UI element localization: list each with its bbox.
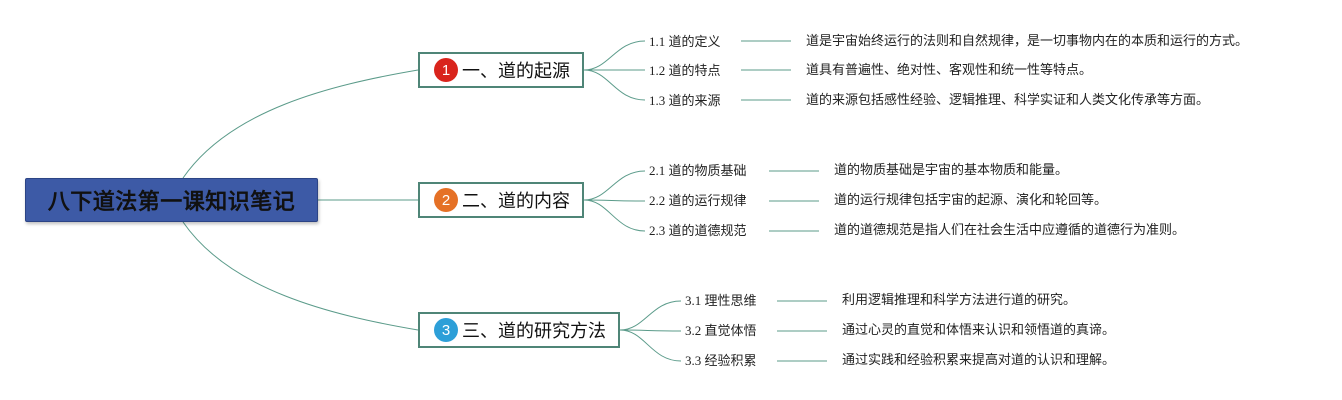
connector-branch-3-sub-2	[619, 329, 682, 332]
connector-branch-2-sub-1	[583, 170, 646, 201]
connector-branch-3-sub-3	[619, 329, 682, 362]
connector-branch-3-sub-1	[619, 300, 682, 331]
connector-branch-1-sub-1	[583, 40, 646, 71]
subtopic-2-2[interactable]: 2.2 道的运行规律	[649, 193, 747, 208]
connector-branch-2-sub-3	[583, 199, 646, 232]
connector-root-branch-1	[182, 69, 419, 179]
subtopic-3-1-description[interactable]: 利用逻辑推理和科学方法进行道的研究。	[842, 293, 1077, 308]
branch-topic-3[interactable]: 3 三、道的研究方法	[418, 312, 620, 348]
branch-topic-label: 二、道的内容	[462, 191, 570, 212]
subtopic-3-3-description[interactable]: 通过实践和经验积累来提高对道的认识和理解。	[842, 353, 1116, 368]
branch-topic-2[interactable]: 2 二、道的内容	[418, 182, 584, 218]
subtopic-3-3[interactable]: 3.3 经验积累	[685, 353, 757, 368]
subtopic-1-1[interactable]: 1.1 道的定义	[649, 34, 721, 49]
root-topic-label: 八下道法第一课知识笔记	[47, 190, 296, 215]
branch-topic-label: 三、道的研究方法	[462, 321, 606, 342]
subtopic-1-2-description[interactable]: 道具有普遍性、绝对性、客观性和统一性等特点。	[806, 63, 1093, 78]
number-3-badge-icon: 3	[434, 318, 458, 342]
subtopic-1-1-description[interactable]: 道是宇宙始终运行的法则和自然规律，是一切事物内在的本质和运行的方式。	[806, 34, 1249, 49]
branch-topic-label: 一、道的起源	[462, 61, 570, 82]
subtopic-2-1[interactable]: 2.1 道的物质基础	[649, 163, 747, 178]
connector-branch-2-sub-2	[583, 199, 646, 202]
subtopic-2-1-description[interactable]: 道的物质基础是宇宙的基本物质和能量。	[834, 163, 1069, 178]
subtopic-2-3-description[interactable]: 道的道德规范是指人们在社会生活中应遵循的道德行为准则。	[834, 223, 1186, 238]
subtopic-2-3[interactable]: 2.3 道的道德规范	[649, 223, 747, 238]
subtopic-2-2-description[interactable]: 道的运行规律包括宇宙的起源、演化和轮回等。	[834, 193, 1108, 208]
subtopic-1-3[interactable]: 1.3 道的来源	[649, 93, 721, 108]
connector-branch-1-sub-3	[583, 69, 646, 101]
subtopic-3-1[interactable]: 3.1 理性思维	[685, 293, 757, 308]
subtopic-1-3-description[interactable]: 道的来源包括感性经验、逻辑推理、科学实证和人类文化传承等方面。	[806, 93, 1210, 108]
subtopic-3-2-description[interactable]: 通过心灵的直觉和体悟来认识和领悟道的真谛。	[842, 323, 1116, 338]
subtopic-1-2[interactable]: 1.2 道的特点	[649, 63, 721, 78]
root-topic[interactable]: 八下道法第一课知识笔记	[25, 178, 318, 222]
number-1-badge-icon: 1	[434, 58, 458, 82]
connector-root-branch-3	[182, 221, 419, 331]
branch-topic-1[interactable]: 1 一、道的起源	[418, 52, 584, 88]
subtopic-3-2[interactable]: 3.2 直觉体悟	[685, 323, 757, 338]
number-2-badge-icon: 2	[434, 188, 458, 212]
